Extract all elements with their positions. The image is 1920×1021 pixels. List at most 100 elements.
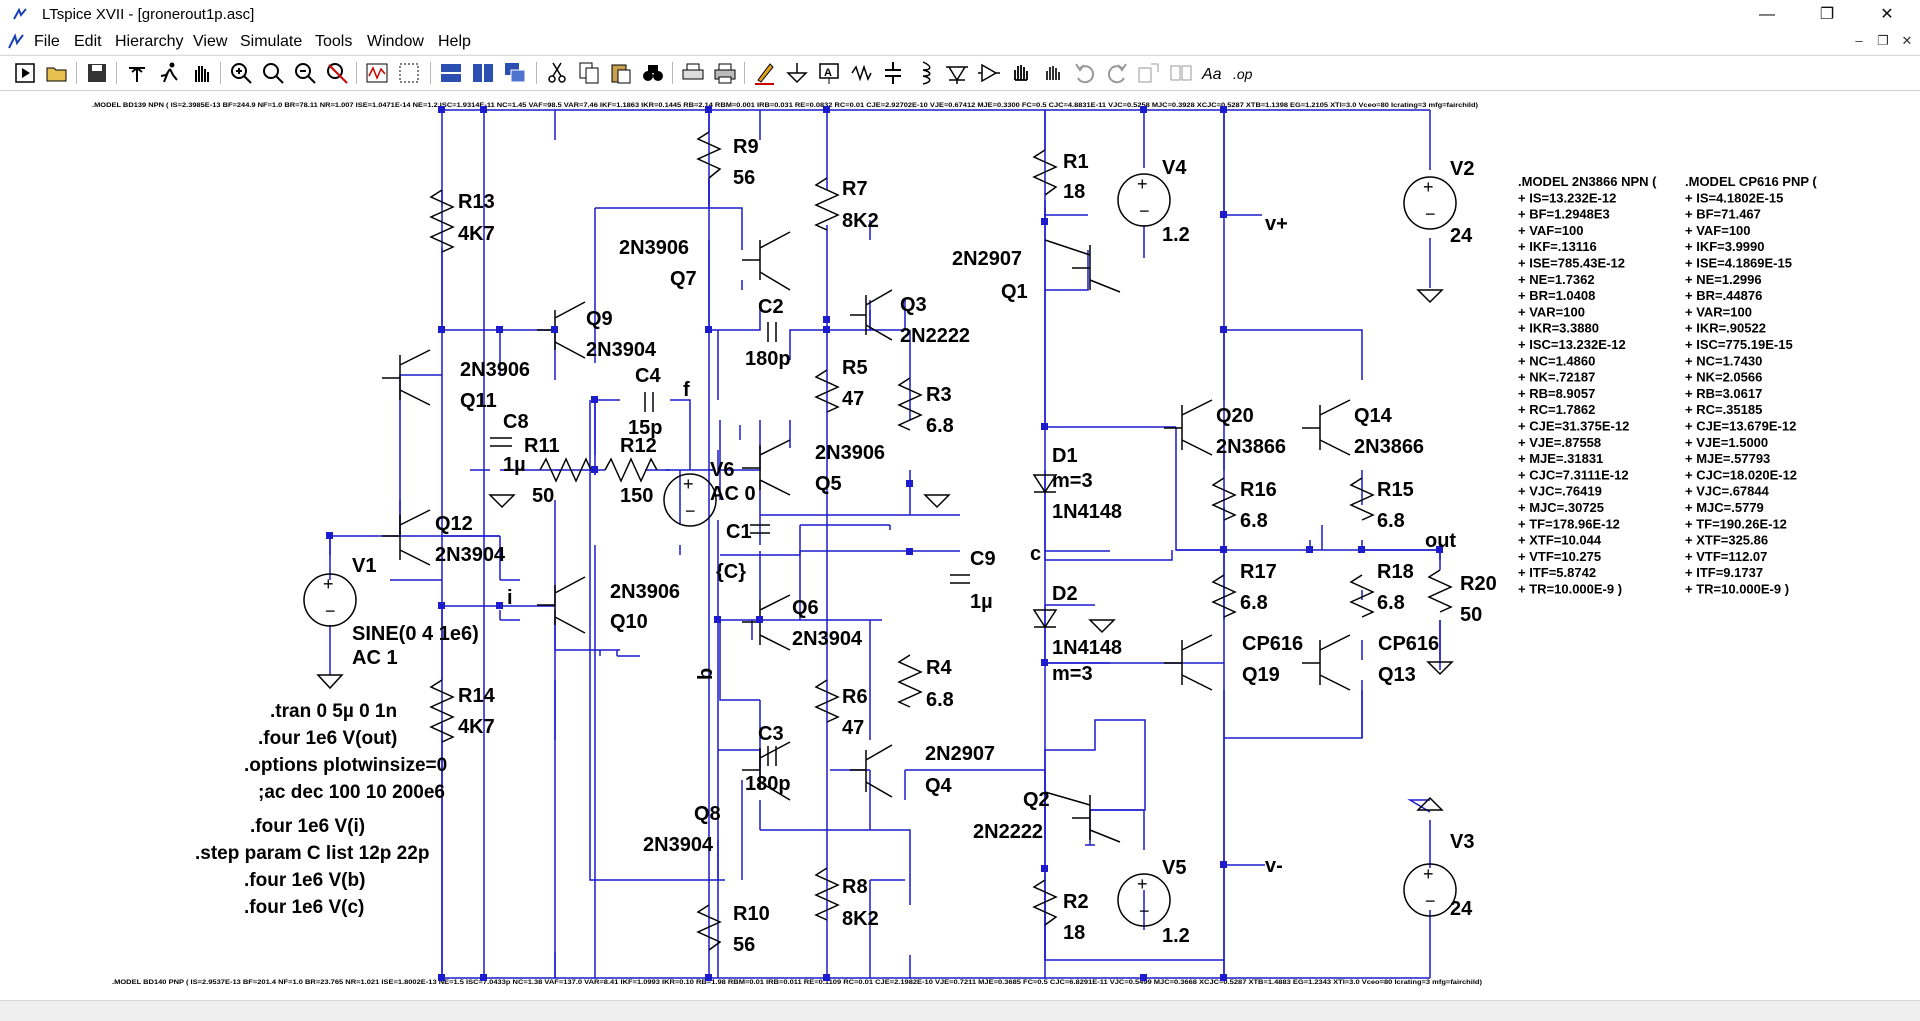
schematic-canvas[interactable]: .w { stroke:#1c1ccc; stroke-width:1.5; f… xyxy=(0,91,1920,1000)
voltage-source-v5 xyxy=(1117,873,1171,927)
zoom-in-icon[interactable] xyxy=(228,60,254,86)
maximize-button[interactable]: ❐ xyxy=(1819,6,1835,23)
label-v2: V2 xyxy=(1450,158,1474,180)
inductor-icon[interactable] xyxy=(912,60,938,86)
print-icon[interactable] xyxy=(712,60,738,86)
model-line: + MJC=.5779 xyxy=(1685,500,1764,515)
menu-window[interactable]: Window xyxy=(367,33,424,50)
model-cp616-block[interactable]: .MODEL CP616 PNP (+ IS=4.1802E-15+ BF=71… xyxy=(1685,174,1817,597)
model-line: + NC=1.7430 xyxy=(1685,353,1762,368)
svg-text:+: + xyxy=(1423,864,1434,884)
label-r16-value: 6.8 xyxy=(1240,510,1268,532)
zoom-cancel-icon[interactable] xyxy=(324,60,350,86)
capacitor-icon[interactable] xyxy=(880,60,906,86)
close-button[interactable]: ✕ xyxy=(1880,6,1894,23)
find-icon[interactable] xyxy=(640,60,666,86)
open-icon[interactable] xyxy=(44,60,70,86)
diode-icon[interactable] xyxy=(944,60,970,86)
model-line: + IKF=3.9990 xyxy=(1685,239,1765,254)
mdi-minimize-button[interactable]: – xyxy=(1855,33,1863,48)
copy-icon[interactable] xyxy=(576,60,602,86)
directive-four-b: .four 1e6 V(b) xyxy=(244,870,365,891)
label-v2-value: 24 xyxy=(1450,225,1473,247)
menu-help[interactable]: Help xyxy=(438,33,471,50)
menu-hierarchy[interactable]: Hierarchy xyxy=(115,33,184,50)
redo-icon[interactable] xyxy=(1104,60,1130,86)
menu-view[interactable]: View xyxy=(193,33,228,50)
model-line: + CJC=7.3111E-12 xyxy=(1518,467,1629,482)
resistor-r5 xyxy=(814,369,840,413)
model-2n3866-block[interactable]: .MODEL 2N3866 NPN (+ IS=13.232E-12+ BF=1… xyxy=(1518,174,1657,597)
svg-text:−: − xyxy=(1425,891,1436,911)
transistor-q7 xyxy=(742,231,791,291)
menu-simulate[interactable]: Simulate xyxy=(240,33,303,50)
menu-file[interactable]: File xyxy=(34,33,60,50)
undo-icon[interactable] xyxy=(1072,60,1098,86)
document-icon[interactable] xyxy=(6,32,26,52)
menu-edit[interactable]: Edit xyxy=(74,33,102,50)
label-r8: R8 xyxy=(842,876,868,898)
run-icon[interactable] xyxy=(12,60,38,86)
text-icon[interactable]: Aa xyxy=(1200,60,1226,86)
drag-hand-icon[interactable] xyxy=(1040,60,1066,86)
move-hand-icon[interactable] xyxy=(1008,60,1034,86)
minimize-button[interactable]: — xyxy=(1759,6,1775,23)
transistor-q1 xyxy=(1044,239,1121,293)
transistor-q11 xyxy=(382,349,431,406)
rotate-icon[interactable] xyxy=(1136,60,1162,86)
run-man-icon[interactable] xyxy=(156,60,182,86)
label-r2: R2 xyxy=(1063,891,1089,913)
label-q5: Q5 xyxy=(815,473,842,495)
net-label-vminus: v- xyxy=(1265,855,1283,877)
ground-icon[interactable] xyxy=(784,60,810,86)
pencil-icon[interactable] xyxy=(752,60,778,86)
directive-options: .options plotwinsize=0 xyxy=(244,755,447,776)
mdi-close-button[interactable]: ✕ xyxy=(1901,33,1913,48)
voltage-source-v1 xyxy=(303,573,357,627)
label-v3: V3 xyxy=(1450,831,1474,853)
save-icon[interactable] xyxy=(84,60,110,86)
label-q5-type: 2N3906 xyxy=(815,442,885,464)
zoom-box-icon[interactable] xyxy=(396,60,422,86)
pan-hand-icon[interactable] xyxy=(188,60,214,86)
resistor-r10 xyxy=(696,904,722,951)
zoom-out-icon[interactable] xyxy=(292,60,318,86)
spice-directives[interactable]: .tran 0 5µ 0 1n .four 1e6 V(out) .option… xyxy=(195,701,447,918)
voltage-sources: +− +− +− +− +− +− xyxy=(303,173,1457,927)
spice-directive-icon[interactable]: .op xyxy=(1232,60,1258,86)
menu-tools[interactable]: Tools xyxy=(315,33,353,50)
schematic[interactable]: .w { stroke:#1c1ccc; stroke-width:1.5; f… xyxy=(0,91,1920,1000)
zoom-fit-icon[interactable] xyxy=(260,60,286,86)
paste-icon[interactable] xyxy=(608,60,634,86)
label-icon[interactable]: A xyxy=(816,60,842,86)
label-q19-type: CP616 xyxy=(1242,633,1303,655)
label-r1: R1 xyxy=(1063,151,1089,173)
resistors xyxy=(429,131,1453,951)
label-r4-value: 6.8 xyxy=(926,689,954,711)
transistor-q8 xyxy=(742,741,791,801)
print-setup-icon[interactable] xyxy=(680,60,706,86)
capacitor-c8 xyxy=(490,437,512,447)
component-icon[interactable] xyxy=(976,60,1002,86)
tile-h-icon[interactable] xyxy=(438,60,464,86)
ground-v3 xyxy=(1416,796,1444,811)
transistor-q10 xyxy=(537,576,586,634)
mdi-restore-button[interactable]: ❐ xyxy=(1877,33,1889,48)
directive-four-c: .four 1e6 V(c) xyxy=(244,897,364,918)
model-line: + BR=1.0408 xyxy=(1518,288,1595,303)
svg-text:−: − xyxy=(325,601,336,621)
cascade-icon[interactable] xyxy=(502,60,528,86)
svg-text:−: − xyxy=(1139,201,1150,221)
waveform-icon[interactable] xyxy=(364,60,390,86)
resistor-r7 xyxy=(814,177,840,231)
model-line: + BF=71.467 xyxy=(1685,207,1761,222)
label-q6: Q6 xyxy=(792,597,819,619)
ground-v2 xyxy=(1416,289,1444,304)
label-d2-m: m=3 xyxy=(1052,663,1093,685)
resistor-icon[interactable] xyxy=(848,60,874,86)
mirror-icon[interactable] xyxy=(1168,60,1194,86)
tile-v-icon[interactable] xyxy=(470,60,496,86)
cut-icon[interactable] xyxy=(544,60,570,86)
control-panel-icon[interactable] xyxy=(124,60,150,86)
model-line: + CJE=31.375E-12 xyxy=(1518,419,1629,434)
